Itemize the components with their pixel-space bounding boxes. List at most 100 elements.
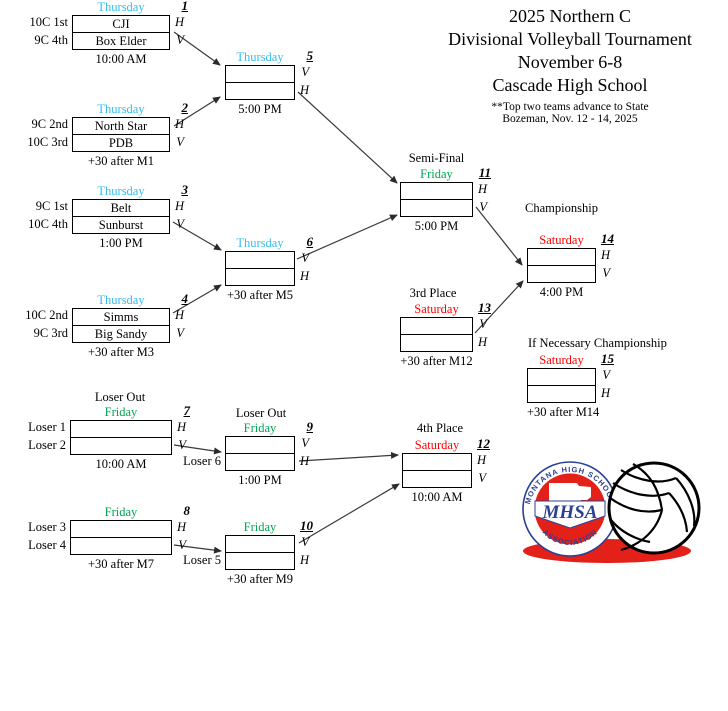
volleyball-icon bbox=[607, 461, 701, 555]
team-slot bbox=[226, 83, 294, 99]
home-visitor-letter: V bbox=[176, 33, 184, 47]
tournament-title-line2: Divisional Volleyball Tournament bbox=[448, 29, 692, 49]
match-box bbox=[527, 368, 596, 403]
match-time: +30 after M3 bbox=[87, 345, 155, 359]
loser-feed-label: Loser 1 bbox=[28, 420, 66, 434]
label-semi-final: Semi-Final bbox=[408, 151, 465, 165]
team-slot bbox=[528, 386, 595, 402]
team-slot: Box Elder bbox=[95, 34, 147, 48]
home-visitor-letter: V bbox=[301, 436, 309, 450]
seed-label: 9C 4th bbox=[34, 33, 68, 47]
match-time: 10:00 AM bbox=[95, 52, 147, 66]
match-day: Thursday bbox=[97, 0, 145, 14]
home-visitor-letter: H bbox=[176, 520, 186, 534]
match-day: Friday bbox=[104, 405, 138, 419]
match-box bbox=[225, 535, 295, 570]
match-time: +30 after M9 bbox=[226, 572, 294, 586]
match-day: Friday bbox=[104, 505, 138, 519]
match-time: 4:00 PM bbox=[539, 285, 584, 299]
match-box bbox=[70, 520, 172, 555]
seed-label: 9C 3rd bbox=[33, 326, 68, 340]
home-visitor-letter: V bbox=[301, 535, 309, 549]
mhsa-logo: MHSA MONTANA HIGH SCHOOL ASSOCIATION bbox=[522, 461, 701, 563]
loser-feed-label: Loser 3 bbox=[28, 520, 66, 534]
team-slot bbox=[71, 421, 171, 438]
match-day: Saturday bbox=[414, 302, 459, 316]
team-slot bbox=[226, 66, 294, 83]
team-slot: Big Sandy bbox=[94, 327, 148, 341]
label-if-necessary: If Necessary Championship bbox=[528, 336, 667, 350]
label-loser-out-2: Loser Out bbox=[235, 406, 287, 420]
loser-feed-label: Loser 2 bbox=[28, 438, 66, 452]
match-box bbox=[400, 317, 473, 352]
match-day: Friday bbox=[243, 520, 277, 534]
team-slot: CJI bbox=[73, 16, 169, 33]
mhsa-seal: MHSA MONTANA HIGH SCHOOL ASSOCIATION bbox=[522, 461, 618, 557]
team-slot bbox=[226, 454, 294, 470]
match-box: North Star PDB bbox=[72, 117, 170, 152]
seed-label: 10C 1st bbox=[29, 15, 68, 29]
home-visitor-letter: V bbox=[176, 217, 184, 231]
home-visitor-letter: V bbox=[176, 326, 184, 340]
match-number: 3 bbox=[181, 182, 189, 197]
match-box bbox=[225, 251, 295, 286]
home-visitor-letter: H bbox=[299, 269, 309, 283]
seed-label: 10C 2nd bbox=[25, 308, 68, 322]
home-visitor-letter: H bbox=[476, 453, 486, 467]
tournament-dates: November 6-8 bbox=[517, 52, 623, 72]
team-slot bbox=[71, 438, 171, 454]
match-time: 1:00 PM bbox=[238, 473, 282, 487]
team-slot bbox=[528, 266, 595, 282]
match-box bbox=[527, 248, 596, 283]
match-number: 1 bbox=[181, 0, 189, 13]
home-visitor-letter: V bbox=[479, 317, 487, 331]
home-visitor-letter: V bbox=[176, 135, 184, 149]
home-visitor-letter: V bbox=[301, 65, 309, 79]
team-slot bbox=[71, 538, 171, 554]
match-day: Thursday bbox=[236, 50, 284, 64]
match-box bbox=[225, 436, 295, 471]
home-visitor-letter: H bbox=[477, 182, 487, 196]
home-visitor-letter: H bbox=[174, 308, 184, 322]
home-visitor-letter: H bbox=[174, 199, 184, 213]
team-slot bbox=[226, 252, 294, 269]
match-box bbox=[400, 182, 473, 217]
loser-feed-label: Loser 6 bbox=[183, 454, 221, 468]
match-number: 6 bbox=[306, 234, 314, 249]
match-box bbox=[70, 420, 172, 455]
advance-note: **Top two teams advance to State bbox=[491, 101, 649, 113]
team-slot: Sunburst bbox=[98, 218, 144, 232]
team-slot bbox=[226, 437, 294, 454]
tournament-header: 2025 Northern C Divisional Volleyball To… bbox=[420, 5, 720, 125]
match-day: Thursday bbox=[97, 293, 145, 307]
team-slot bbox=[226, 536, 294, 553]
montana-state-shape bbox=[549, 483, 591, 503]
match-time: 10:00 AM bbox=[95, 457, 147, 471]
team-slot bbox=[403, 471, 471, 487]
seed-label: 9C 2nd bbox=[31, 117, 68, 131]
home-visitor-letter: V bbox=[479, 200, 487, 214]
home-visitor-letter: V bbox=[301, 251, 309, 265]
match-day: Saturday bbox=[539, 233, 584, 247]
match-day: Friday bbox=[420, 167, 453, 181]
match-day: Saturday bbox=[414, 438, 460, 452]
home-visitor-letter: V bbox=[478, 471, 486, 485]
match-time: 10:00 AM bbox=[411, 490, 463, 504]
match-time: +30 after M5 bbox=[226, 288, 294, 302]
home-visitor-letter: V bbox=[602, 266, 610, 280]
match-number: 9 bbox=[306, 419, 314, 434]
home-visitor-letter: V bbox=[178, 538, 186, 552]
match-number: 7 bbox=[183, 403, 191, 418]
team-slot: Simms bbox=[73, 309, 169, 326]
home-visitor-letter: H bbox=[600, 386, 610, 400]
team-slot bbox=[71, 521, 171, 538]
match-number: 11 bbox=[478, 165, 491, 180]
label-fourth-place: 4th Place bbox=[416, 421, 464, 435]
match-day: Thursday bbox=[97, 102, 145, 116]
team-slot bbox=[401, 200, 472, 216]
